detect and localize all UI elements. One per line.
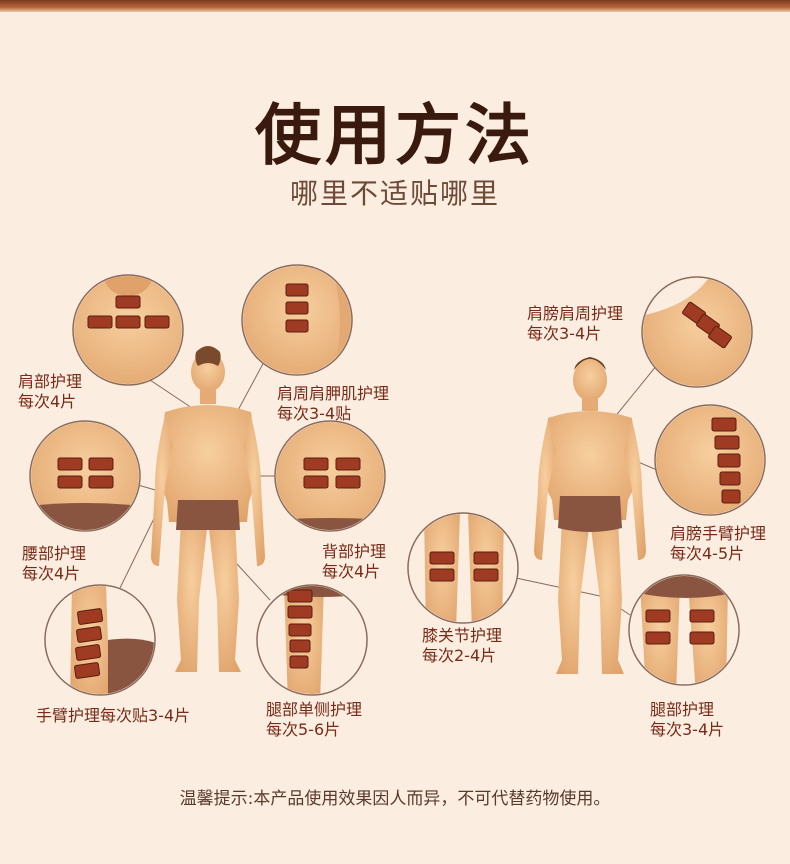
label-shoulder-arm-count: 每次4-5片 bbox=[670, 544, 745, 563]
label-shoulder-arm-title: 肩膀手臂护理 bbox=[670, 524, 767, 543]
label-shoulder-title: 肩部护理 bbox=[18, 372, 83, 391]
label-shoulder-blade: 肩周肩胛肌护理 每次3-4贴 bbox=[277, 384, 389, 424]
label-shoulder-blade-count: 每次3-4贴 bbox=[277, 404, 352, 423]
page-title: 使用方法 bbox=[255, 97, 535, 174]
label-back-title: 背部护理 bbox=[322, 542, 387, 561]
zoom-knee bbox=[407, 512, 519, 624]
label-knee-count: 每次2-4片 bbox=[422, 646, 497, 665]
label-waist: 腰部护理 每次4片 bbox=[22, 544, 86, 584]
label-knee-title: 膝关节护理 bbox=[422, 626, 503, 645]
zoom-arm bbox=[44, 584, 156, 696]
label-arm-text: 手臂护理每次贴3-4片 bbox=[36, 706, 191, 725]
top-decorative-bar bbox=[0, 0, 790, 12]
label-leg-single-count: 每次5-6片 bbox=[266, 720, 341, 739]
zoom-neck bbox=[72, 274, 184, 386]
back-view-figure bbox=[151, 346, 265, 672]
zoom-shoulder-arm bbox=[654, 404, 766, 516]
zoom-leg bbox=[628, 574, 740, 686]
label-waist-title: 腰部护理 bbox=[22, 544, 87, 563]
zoom-shoulder-periarthritis bbox=[641, 276, 753, 388]
label-shoulder-periarthritis-count: 每次3-4片 bbox=[527, 324, 602, 343]
page-subtitle: 哪里不适贴哪里 bbox=[289, 177, 500, 210]
usage-note: 温馨提示:本产品使用效果因人而异，不可代替药物使用。 bbox=[179, 789, 611, 809]
label-leg-count: 每次3-4片 bbox=[650, 720, 725, 739]
zoom-waist bbox=[29, 420, 141, 532]
front-view-figure bbox=[534, 357, 646, 674]
label-shoulder-arm: 肩膀手臂护理 每次4-5片 bbox=[670, 524, 766, 564]
zoom-shoulder-blade bbox=[241, 264, 353, 376]
label-knee: 膝关节护理 每次2-4片 bbox=[422, 626, 502, 666]
label-shoulder-blade-title: 肩周肩胛肌护理 bbox=[277, 384, 390, 403]
label-leg-single-title: 腿部单侧护理 bbox=[266, 700, 363, 719]
zoom-leg-single bbox=[256, 584, 368, 696]
label-waist-count: 每次4片 bbox=[22, 564, 81, 583]
label-leg-single: 腿部单侧护理 每次5-6片 bbox=[266, 700, 362, 740]
zoom-back bbox=[274, 420, 386, 532]
label-shoulder-count: 每次4片 bbox=[18, 392, 77, 411]
label-shoulder-periarthritis-title: 肩膀肩周护理 bbox=[527, 304, 624, 323]
label-back: 背部护理 每次4片 bbox=[322, 542, 386, 582]
label-leg-title: 腿部护理 bbox=[650, 700, 715, 719]
label-arm: 手臂护理每次贴3-4片 bbox=[36, 706, 190, 726]
label-back-count: 每次4片 bbox=[322, 562, 381, 581]
label-shoulder-periarthritis: 肩膀肩周护理 每次3-4片 bbox=[527, 304, 623, 344]
label-leg: 腿部护理 每次3-4片 bbox=[650, 700, 724, 740]
label-shoulder: 肩部护理 每次4片 bbox=[18, 372, 82, 412]
